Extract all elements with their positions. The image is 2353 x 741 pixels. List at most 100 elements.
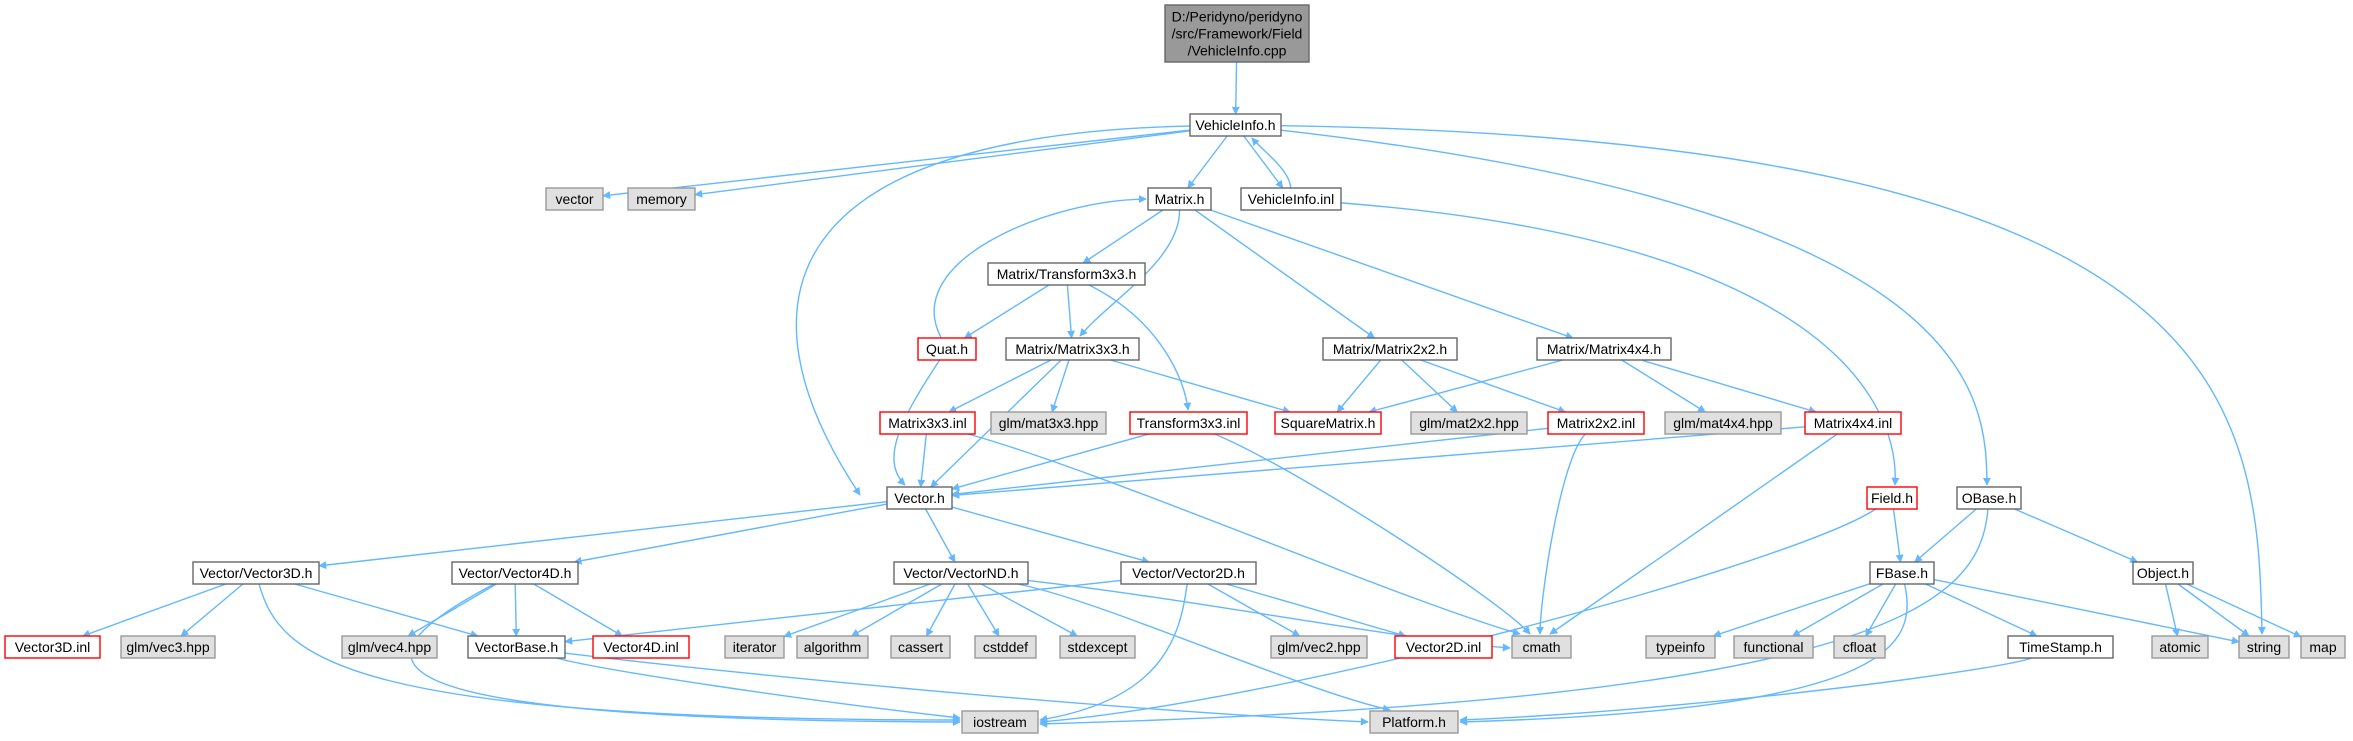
edge-matrix3x3_h-to-glm_mat3x3 — [1050, 359, 1070, 413]
node-quat-h[interactable]: Quat.h — [917, 337, 977, 361]
edge-vector3d_h-to-iostream — [258, 583, 961, 724]
node-box — [1240, 187, 1342, 211]
node-label: Vector/Vector3D.h — [200, 565, 313, 581]
edge-vehicleinfo_h-to-obase_h — [1280, 129, 1991, 486]
node-matrix2x2-h[interactable]: Matrix/Matrix2x2.h — [1322, 337, 1458, 361]
edge-obase_h-to-fbase_h — [1914, 508, 1977, 563]
node-vector2d-inl[interactable]: Vector2D.inl — [1394, 635, 1493, 659]
node-box — [1120, 561, 1257, 585]
node-label: Matrix2x2.inl — [1557, 415, 1636, 431]
edge-vector_h-to-vector2d_h — [951, 506, 1150, 564]
node-box — [987, 262, 1146, 286]
edge-fbase_h-to-string — [1933, 578, 2240, 645]
node-functional: functional — [1733, 635, 1814, 659]
node-transform3x3-h[interactable]: Matrix/Transform3x3.h — [987, 262, 1146, 286]
node-vector2d-h[interactable]: Vector/Vector2D.h — [1120, 561, 1257, 585]
node-vector3d-inl[interactable]: Vector3D.inl — [4, 635, 101, 659]
edge-vector_h-to-vector3d_h — [318, 500, 888, 570]
node-box — [724, 635, 785, 659]
node-matrix-h[interactable]: Matrix.h — [1147, 187, 1212, 211]
node-box — [1733, 635, 1814, 659]
node-label: FBase.h — [1876, 565, 1928, 581]
node-box — [1059, 635, 1136, 659]
node-vectorbase-h[interactable]: VectorBase.h — [467, 635, 566, 659]
node-vector: vector — [545, 187, 604, 211]
node-matrix3x3-inl[interactable]: Matrix3x3.inl — [879, 411, 976, 435]
node-vector-h[interactable]: Vector.h — [886, 486, 953, 510]
node-vehicleinfo-h[interactable]: VehicleInfo.h — [1189, 113, 1282, 137]
edge-vector3d_h-to-vector3d_inl — [81, 583, 226, 638]
edge-matrix_h-to-matrix2x2_h — [1194, 209, 1376, 339]
edge-vehicleinfo_h-to-string — [1280, 124, 2266, 635]
node-label: Vector/Vector2D.h — [1132, 565, 1245, 581]
edge-fbase_h-to-functional — [1791, 583, 1884, 637]
node-field-h[interactable]: Field.h — [1866, 486, 1918, 510]
edge-vector3d_h-to-vectorbase_h — [294, 583, 479, 638]
node-box — [1645, 635, 1716, 659]
nodes-layer: D:/Peridyno/peridyno/src/Framework/Field… — [4, 4, 2346, 734]
edge-object_h-to-atomic — [2164, 583, 2180, 637]
node-matrix4x4-h[interactable]: Matrix/Matrix4x4.h — [1536, 337, 1672, 361]
node-obase-h[interactable]: OBase.h — [1956, 486, 2022, 510]
node-label: SquareMatrix.h — [1281, 415, 1376, 431]
edge-matrix2x2_inl-to-vector_h — [951, 427, 1549, 498]
node-box — [2151, 635, 2209, 659]
edge-matrix3x3_inl-to-vector_h — [917, 433, 928, 488]
edge-vector4d_h-to-glm_vec4 — [407, 583, 497, 637]
edge-matrix_h-to-transform3x3_h — [1082, 209, 1164, 264]
edge-matrix2x2_h-to-glm_mat2x2 — [1401, 359, 1458, 413]
node-matrix4x4-inl[interactable]: Matrix4x4.inl — [1804, 411, 1902, 435]
node-box — [192, 561, 320, 585]
node-label: Vector.h — [894, 490, 945, 506]
node-typeinfo: typeinfo — [1645, 635, 1716, 659]
node-label: Matrix/Matrix3x3.h — [1015, 341, 1129, 357]
node-glm-mat4x4: glm/mat4x4.hpp — [1664, 411, 1782, 435]
edge-matrix3x3_inl-to-cmath — [967, 433, 1521, 636]
node-root[interactable]: D:/Peridyno/peridyno/src/Framework/Field… — [1164, 4, 1310, 63]
edge-vector2d_h-to-iostream — [1039, 583, 1188, 723]
node-vector3d-h[interactable]: Vector/Vector3D.h — [192, 561, 320, 585]
node-vehicleinfo-inl[interactable]: VehicleInfo.inl — [1240, 187, 1342, 211]
edge-vectornd_h-to-iterator — [783, 583, 931, 638]
node-label: VehicleInfo.h — [1195, 117, 1275, 133]
node-label: Matrix/Matrix4x4.h — [1547, 341, 1661, 357]
edge-matrix2x2_h-to-matrix2x2_inl — [1420, 359, 1567, 414]
node-label: cmath — [1522, 639, 1560, 655]
edge-vehicleinfo_h-to-memory — [694, 130, 1191, 198]
node-label: cassert — [898, 639, 943, 655]
node-box — [1369, 710, 1459, 734]
edge-vector4d_h-to-vector4d_inl — [533, 583, 623, 637]
node-label: Platform.h — [1382, 714, 1446, 730]
node-box — [1270, 635, 1368, 659]
edge-vector4d_h-to-iostream — [410, 583, 961, 726]
node-box — [545, 187, 604, 211]
node-label: Matrix4x4.inl — [1814, 415, 1893, 431]
node-vector4d-h[interactable]: Vector/Vector4D.h — [451, 561, 579, 585]
node-box — [1866, 486, 1918, 510]
node-label: Transform3x3.inl — [1137, 415, 1241, 431]
edge-vectornd_h-to-cassert — [925, 583, 956, 637]
node-object-h[interactable]: Object.h — [2132, 561, 2194, 585]
node-atomic: atomic — [2151, 635, 2209, 659]
edge-vectornd_h-to-stdexcept — [980, 583, 1078, 637]
node-squarematrix-h[interactable]: SquareMatrix.h — [1274, 411, 1382, 435]
edge-matrix4x4_h-to-matrix4x4_inl — [1640, 359, 1817, 414]
edge-transform3x3_h-to-matrix3x3_h — [1066, 284, 1076, 339]
node-transform3x3-inl[interactable]: Transform3x3.inl — [1129, 411, 1248, 435]
edge-vectornd_h-to-platform_h — [1017, 583, 1391, 713]
node-label: vector — [555, 191, 593, 207]
edge-vehicleinfo_inl-to-field_h — [1340, 202, 1900, 486]
node-matrix2x2-inl[interactable]: Matrix2x2.inl — [1547, 411, 1645, 435]
node-vector4d-inl[interactable]: Vector4D.inl — [592, 635, 690, 659]
node-box — [2238, 635, 2290, 659]
node-timestamp-h[interactable]: TimeStamp.h — [2007, 635, 2114, 659]
node-box — [451, 561, 579, 585]
node-vectornd-h[interactable]: Vector/VectorND.h — [893, 561, 1029, 585]
edge-vector2d_h-to-glm_vec2 — [1207, 583, 1301, 637]
edge-fbase_h-to-platform_h — [1459, 583, 1908, 726]
node-matrix3x3-h[interactable]: Matrix/Matrix3x3.h — [1005, 337, 1140, 361]
node-fbase-h[interactable]: FBase.h — [1869, 561, 1935, 585]
edge-vector2d_h-to-vector2d_inl — [1226, 583, 1407, 638]
edge-vehicleinfo_h-to-vector_h — [795, 125, 1191, 496]
node-box — [1536, 337, 1672, 361]
